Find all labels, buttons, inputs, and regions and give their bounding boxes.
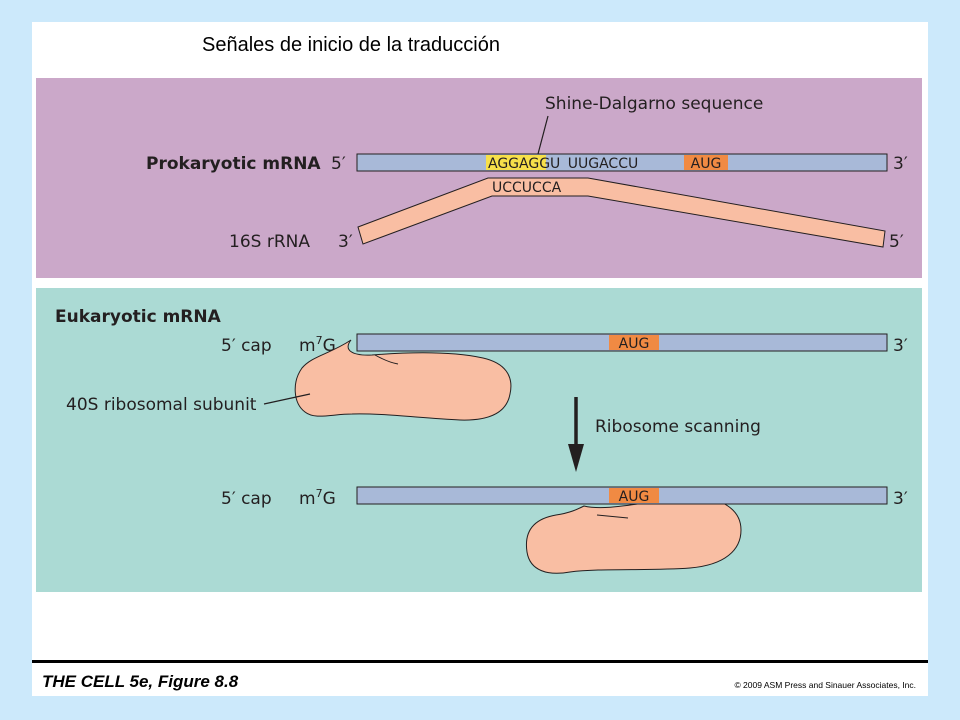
spacer-seq: UUGACCU <box>568 156 638 172</box>
eukaryotic-mrna-label: Eukaryotic mRNA <box>55 307 222 327</box>
rrna-three-prime: 3′ <box>338 232 353 252</box>
rrna-16s-label: 16S rRNA <box>229 232 310 252</box>
cap-label-top: 5′ cap <box>221 336 272 356</box>
rrna-16s-strand <box>357 177 886 248</box>
subunit-40s-label: 40S ribosomal subunit <box>66 395 257 415</box>
shine-dalgarno-label: Shine-Dalgarno sequence <box>545 94 763 114</box>
ribosome-scanning-label: Ribosome scanning <box>595 417 761 437</box>
cap-label-bottom: 5′ cap <box>221 489 272 509</box>
prokaryotic-mrna-label: Prokaryotic mRNA <box>146 154 321 174</box>
prokaryotic-aug-highlight <box>684 155 728 170</box>
ribosome-fold-bottom <box>596 514 629 519</box>
rrna-seq: UCCUCCA <box>492 180 562 196</box>
prokaryotic-panel <box>36 78 922 278</box>
prokaryotic-three-prime: 3′ <box>893 154 908 174</box>
copyright-notice: © 2009 ASM Press and Sinauer Associates,… <box>734 680 916 690</box>
subunit-40s-pointer <box>263 393 311 405</box>
m7g-label-bottom: m7G <box>299 487 336 509</box>
shine-dalgarno-highlight <box>486 155 546 170</box>
caption-rule <box>32 660 928 663</box>
prokaryotic-five-prime: 5′ <box>331 154 346 174</box>
scanning-arrow-head <box>568 444 584 472</box>
shine-dalgarno-pointer <box>537 115 549 155</box>
prokaryotic-aug: AUG <box>691 156 722 172</box>
aug-bottom: AUG <box>619 489 650 505</box>
aug-highlight-bottom <box>609 488 659 503</box>
three-prime-top: 3′ <box>893 336 908 356</box>
shine-dalgarno-seq: AGGAGGU <box>488 156 560 172</box>
ribosome-fold-top <box>374 354 399 365</box>
figure-caption: THE CELL 5e, Figure 8.8 <box>42 672 239 691</box>
rrna-five-prime: 5′ <box>889 232 904 252</box>
slide-title: Señales de inicio de la traducción <box>202 34 500 56</box>
aug-highlight-top <box>609 335 659 350</box>
three-prime-bottom: 3′ <box>893 489 908 509</box>
ribosome-40s-initial <box>294 339 512 421</box>
aug-top: AUG <box>619 336 650 352</box>
